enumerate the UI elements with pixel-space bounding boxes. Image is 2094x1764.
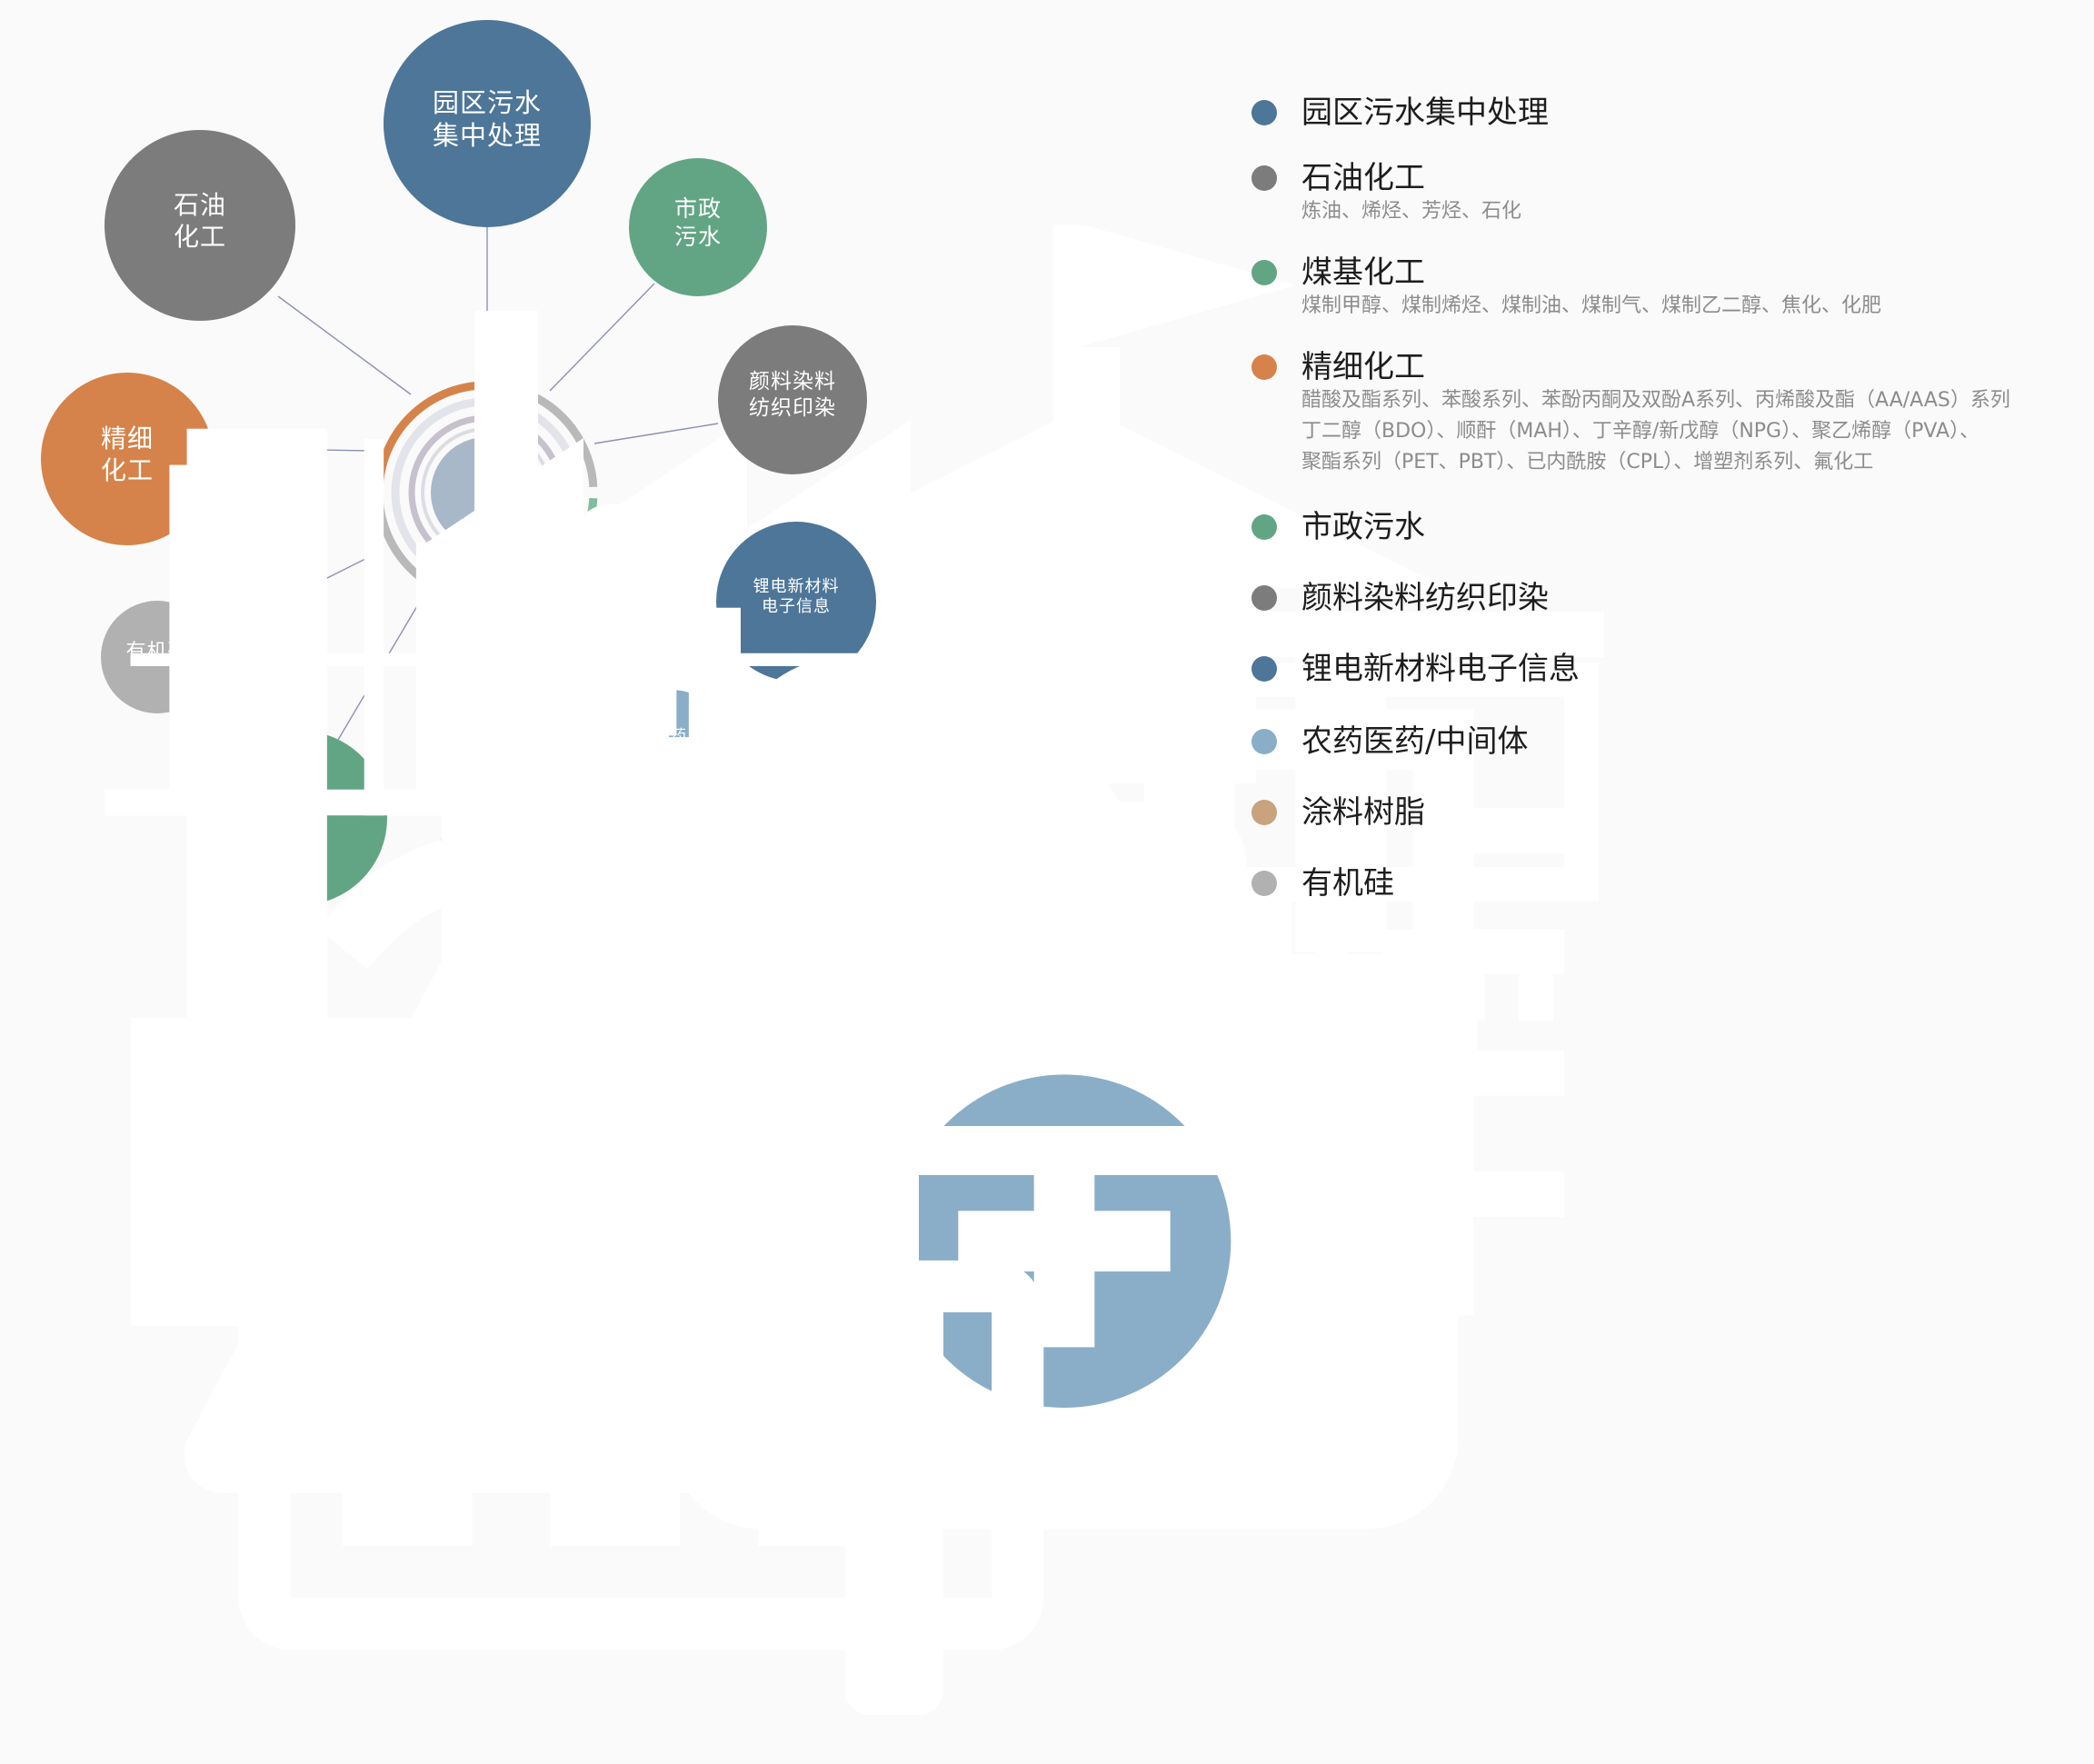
legend-description: 炼油、烯烃、芳烃、石化 [1301,200,1522,223]
connector-line-petrochemical [277,295,412,395]
legend-title: 农药医药/中间体 [1301,723,1529,760]
legend-item: 精细化工醋酸及酯系列、苯酸系列、苯酚丙酮及双酚A系列、丙烯酸及酯（AA/AAS）… [1245,345,2094,478]
legend-dot [1251,585,1277,611]
legend-dot [1251,514,1277,540]
legend-dot [1251,871,1277,896]
legend-item: 涂料树脂 [1245,791,2094,834]
legend-item: 石油化工炼油、烯烃、芳烃、石化 [1245,156,2094,227]
legend-item: 园区污水集中处理 [1245,91,2094,135]
legend-dot [1251,354,1277,380]
legend-title: 锂电新材料电子信息 [1301,651,1580,687]
legend-description: 醋酸及酯系列、苯酸系列、苯酚丙酮及双酚A系列、丙烯酸及酯（AA/AAS）系列 丁… [1301,389,2010,473]
node-label: 锂电新材料 电子信息 [753,576,840,617]
node-label: 园区污水 集中处理 [432,86,542,151]
legend-item: 有机硅 [1245,862,2094,905]
legend-title: 有机硅 [1301,865,1394,902]
legend-dot [1251,800,1277,825]
legend-title: 石油化工 [1301,160,1425,196]
legend-title: 园区污水集中处理 [1301,95,1549,131]
legend-dot [1251,165,1277,191]
legend-item: 市政污水 [1245,505,2094,549]
connector-line-pigment-dye-textile [593,423,719,444]
node-label: 石油 化工 [173,190,226,252]
legend-description: 煤制甲醇、煤制烯烃、煤制油、煤制气、煤制乙二醇、焦化、化肥 [1301,294,1882,317]
legend-dot [1251,260,1277,285]
legend-title: 市政污水 [1301,509,1425,545]
legend-item: 颜料染料纺织印染 [1245,576,2094,620]
legend-title: 煤基化工 [1301,254,1425,291]
node-petrochemical: 石油 化工 [105,130,1013,816]
node-label: 颜料染料 纺织印染 [749,370,836,420]
legend-dot [1251,729,1277,754]
node-label: 精细 化工 [100,424,154,485]
legend-item: 锂电新材料电子信息 [1245,647,2094,691]
connector-line-municipal-wastewater [549,283,655,392]
legend-item: 煤基化工煤制甲醇、煤制烯烃、煤制油、煤制气、煤制乙二醇、焦化、化肥 [1245,251,2094,322]
legend-dot [1251,100,1277,125]
legend-title: 颜料染料纺织印染 [1301,580,1549,616]
legend-title: 精细化工 [1301,349,1425,385]
node-label: 市政 污水 [673,194,722,250]
legend-dot [1251,656,1277,682]
legend-item: 农药医药/中间体 [1245,720,2094,763]
legend-title: 涂料树脂 [1301,794,1425,831]
